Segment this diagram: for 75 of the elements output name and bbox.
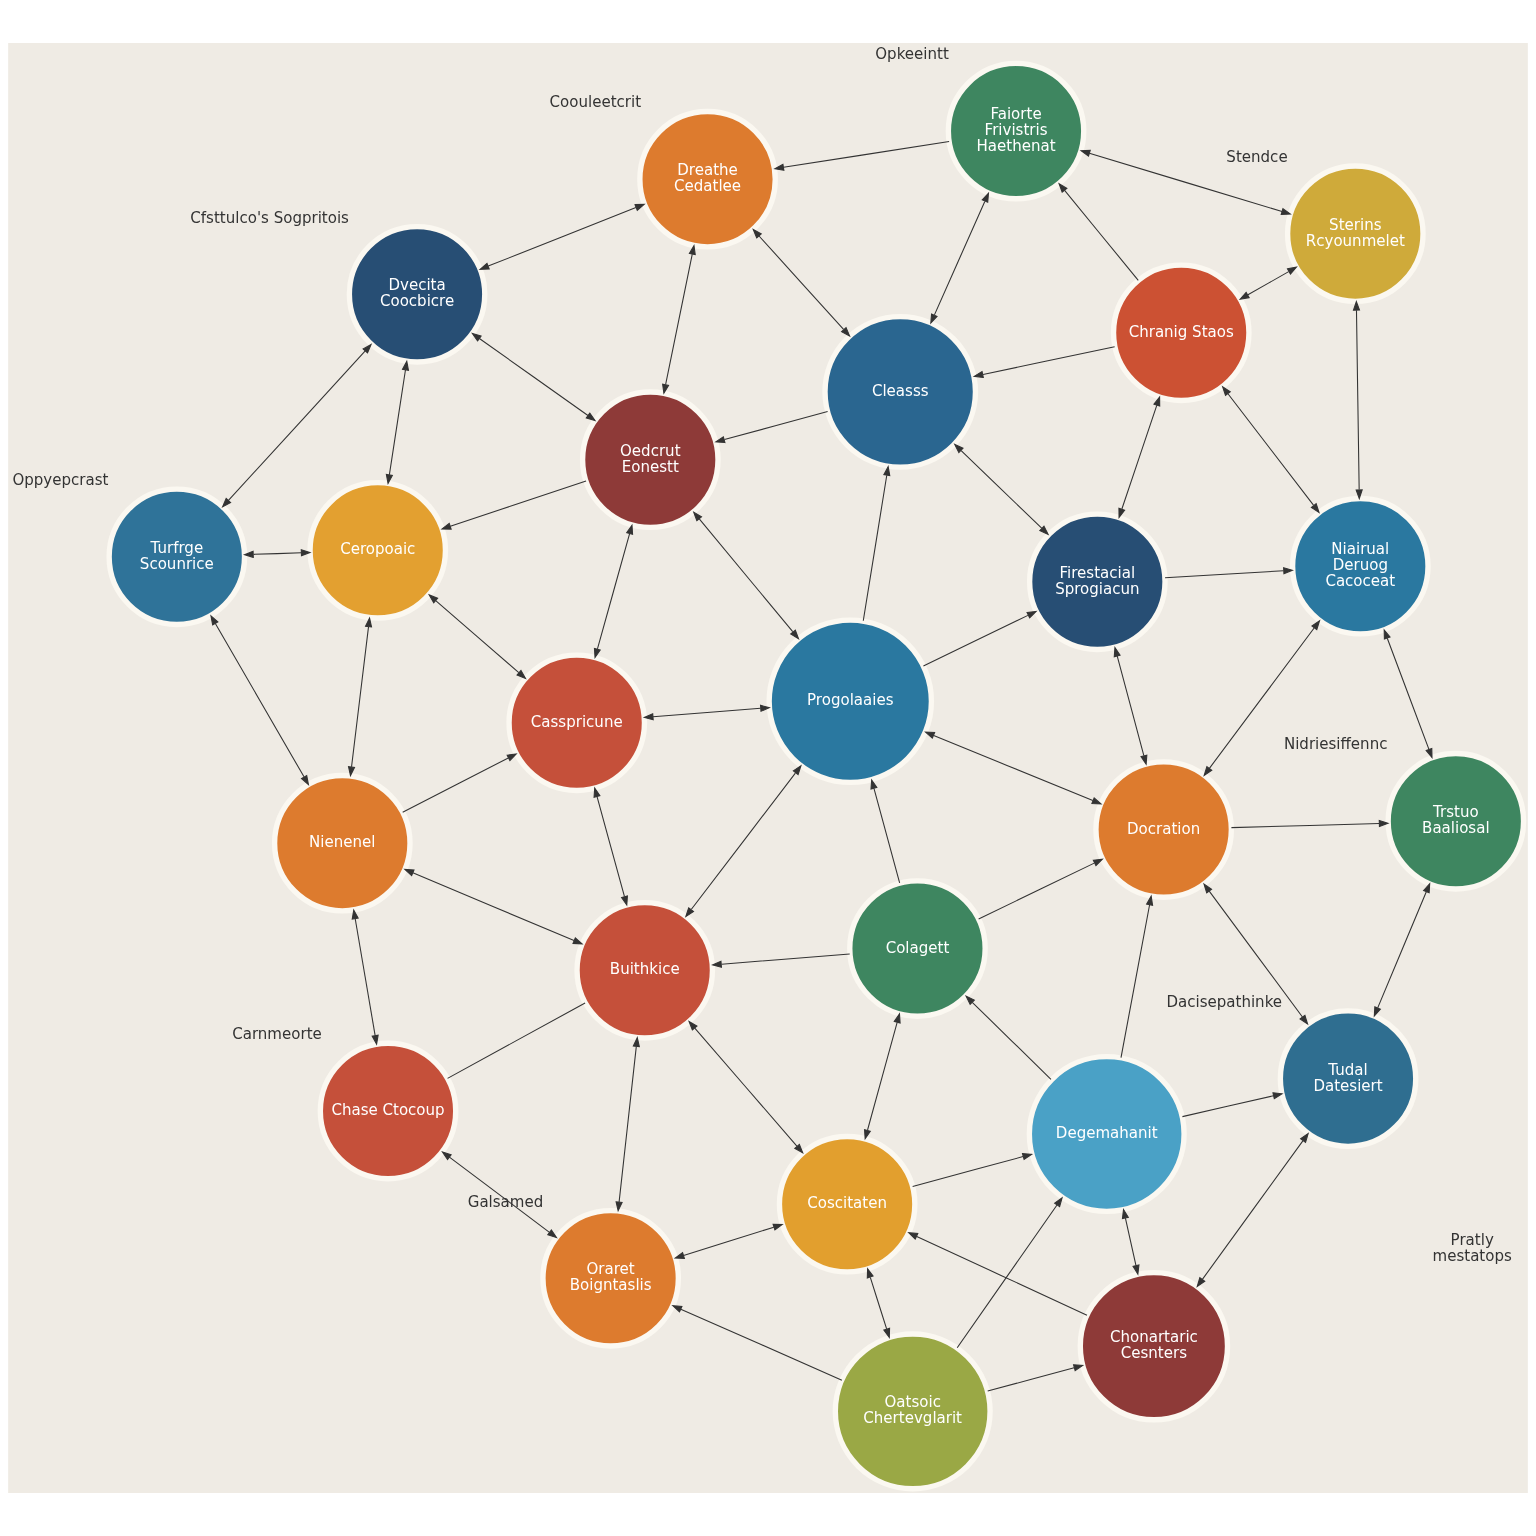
arrow	[593, 786, 628, 907]
arrow	[972, 346, 1116, 379]
arrow	[978, 858, 1104, 920]
arrow	[1118, 395, 1161, 519]
node-circle: Chonartaric Cesnters	[1077, 1269, 1231, 1423]
arrow	[671, 1305, 843, 1381]
arrow	[1221, 385, 1320, 514]
arrow	[1113, 646, 1148, 766]
arrow	[1058, 182, 1139, 281]
arrow	[662, 244, 696, 395]
arrow	[1164, 567, 1294, 579]
arrow	[964, 995, 1052, 1080]
arrow	[673, 1223, 784, 1259]
arrow	[402, 753, 518, 813]
arrow	[642, 704, 771, 721]
arrow	[385, 359, 410, 486]
node-circle: Degemahanit	[1026, 1053, 1187, 1215]
arrow	[1079, 149, 1292, 215]
arrow	[688, 1020, 804, 1155]
arrow	[987, 1364, 1085, 1392]
arrow	[866, 1267, 891, 1339]
arrow	[1181, 1092, 1284, 1118]
arrow	[403, 868, 584, 945]
arrow	[1203, 882, 1309, 1026]
arrow	[1238, 266, 1298, 301]
arrow	[912, 1153, 1034, 1187]
arrow	[441, 1150, 558, 1239]
arrow	[1121, 1207, 1140, 1276]
arrow	[1120, 894, 1154, 1059]
node-circle: Oedcrut Eonestt	[579, 389, 721, 531]
arrow	[427, 593, 527, 680]
arrow	[1230, 819, 1390, 829]
arrow	[953, 443, 1050, 536]
arrow	[870, 778, 901, 884]
arrow	[478, 203, 646, 270]
arrow	[593, 523, 634, 659]
arrow	[471, 332, 597, 422]
node-label: Stendce	[1226, 147, 1288, 166]
arrow	[221, 343, 373, 508]
arrow	[863, 1012, 901, 1141]
node-circle: Chase Ctocoup	[317, 1040, 459, 1182]
node-circle: Niairual Deruog Cacoceat	[1289, 495, 1431, 637]
arrow	[1196, 1132, 1310, 1288]
arrow	[924, 731, 1103, 805]
node-circle: Colagett	[847, 878, 988, 1019]
arrow	[930, 191, 990, 325]
arrow	[242, 549, 312, 559]
arrow	[1203, 619, 1321, 777]
arrow	[615, 1036, 641, 1213]
arrow	[714, 411, 829, 444]
node-label: Dacisepathinke	[1166, 992, 1283, 1011]
arrow	[684, 764, 802, 918]
node-circle: Dreathe Cedatlee	[637, 108, 778, 250]
node-label: Oppyepcrast	[12, 471, 109, 490]
arrow	[956, 1196, 1063, 1349]
arrow	[440, 480, 587, 530]
arrow	[351, 908, 379, 1046]
label: Pratly mestatops	[1432, 1231, 1512, 1266]
connector	[447, 1002, 586, 1079]
node-circle: Oatsoic Chertevglarit	[832, 1331, 993, 1492]
arrow	[347, 616, 373, 778]
arrow	[692, 510, 800, 640]
arrow	[210, 614, 310, 786]
arrow	[1352, 299, 1363, 501]
arrow	[1383, 628, 1433, 760]
arrow	[862, 465, 891, 622]
node-label: Nidriesiffennc	[1283, 735, 1388, 754]
node-label: Cfsttulco's Sogpritois	[190, 208, 349, 227]
arrow	[752, 228, 851, 338]
arrow	[907, 1232, 1088, 1316]
node-circle: Ceropoaic	[307, 480, 449, 621]
arrow	[773, 141, 950, 171]
arrow	[711, 953, 851, 968]
arrow	[1373, 882, 1431, 1018]
arrow	[922, 610, 1038, 667]
